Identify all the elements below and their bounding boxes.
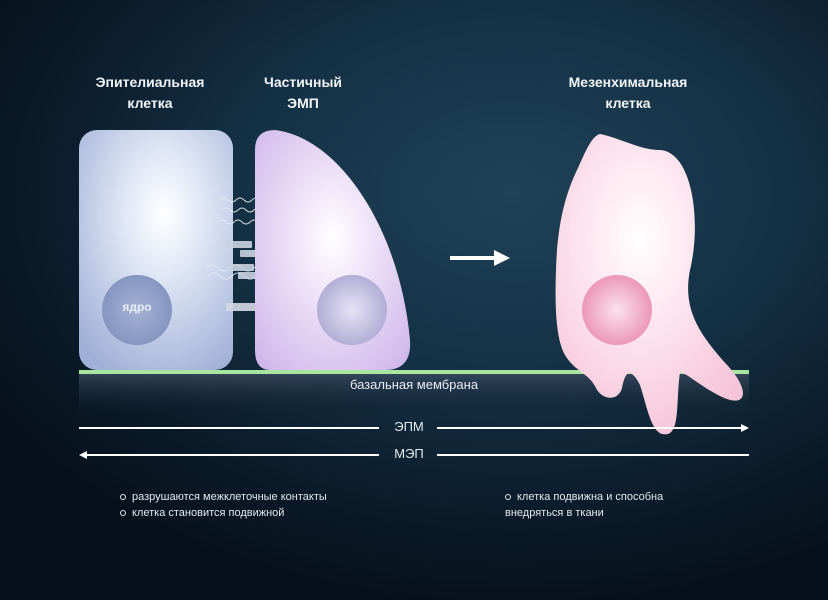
mesenchymal-label-line2: клетка xyxy=(605,95,651,111)
mesenchymal-cell xyxy=(555,134,743,435)
basal-membrane-label: базальная мембрана xyxy=(349,377,479,392)
basal-membrane xyxy=(79,370,749,374)
tissue-band xyxy=(79,373,749,418)
epithelial-bullets: разрушаются межклеточные контакты клетка… xyxy=(120,489,420,521)
bullet-item-continuation: внедряться в ткани xyxy=(505,507,604,519)
partial-emt-nucleus xyxy=(317,275,387,345)
emt-arrow-label: ЭПМ xyxy=(394,419,424,434)
epithelial-label-line2: клетка xyxy=(127,95,173,111)
epithelial-label-line1: Эпителиальная xyxy=(95,74,205,90)
mesenchymal-label-line1: Мезенхимальная xyxy=(568,74,688,90)
bullet-item: клетка становится подвижной xyxy=(120,505,420,521)
met-arrow xyxy=(79,451,749,459)
partial-label-line2: ЭМП xyxy=(287,95,319,111)
partial-emt-label: Частичный ЭМП xyxy=(243,72,363,114)
nucleus-label: ядро xyxy=(122,300,152,314)
bullet-item: клетка подвижна и способна xyxy=(505,489,725,505)
transition-arrow xyxy=(450,250,510,266)
bullet-item: разрушаются межклеточные контакты xyxy=(120,489,420,505)
epithelial-nucleus xyxy=(102,275,172,345)
met-arrow-label: МЭП xyxy=(394,446,424,461)
mesenchymal-bullets: клетка подвижна и способна внедряться в … xyxy=(505,489,725,521)
emt-arrow xyxy=(79,424,749,432)
partial-label-line1: Частичный xyxy=(263,74,343,90)
epithelial-cell-label: Эпителиальная клетка xyxy=(70,72,230,114)
mesenchymal-cell-label: Мезенхимальная клетка xyxy=(548,72,708,114)
mesenchymal-nucleus xyxy=(582,275,652,345)
